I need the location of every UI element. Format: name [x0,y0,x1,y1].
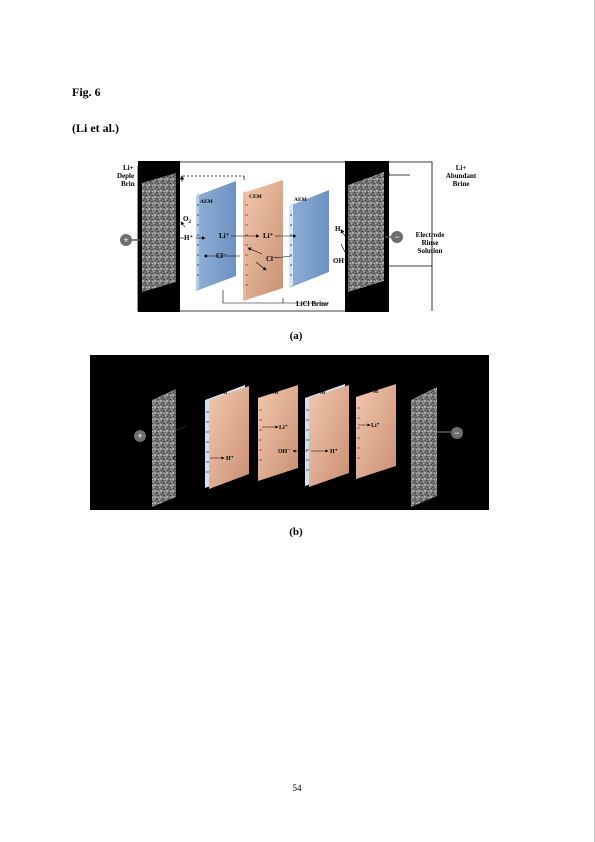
h-plus-label: H⁺ [184,234,193,242]
b-li-label-1: Li⁺ [279,425,288,431]
anode-electrode [142,173,176,292]
rinse-label-1: Electrode [416,231,445,239]
b-anode-plus-icon [134,430,146,442]
b-bipolar-membrane-1 [209,386,249,489]
h2-label: H2 [335,225,343,235]
b-bipolar-membrane-2 [309,385,349,487]
b-membrane-label-3: M [320,390,326,396]
b-cathode-electrode [411,387,437,507]
rinse-label-2: Rinse [422,239,439,247]
oh-label: OH⁻ [333,257,348,265]
anode-plus-icon [120,234,132,246]
aem-membrane-2 [289,190,329,288]
li-label-1: Li⁺ [219,232,230,240]
cathode-minus-icon [391,231,403,243]
b-cem-membrane-1 [258,385,298,481]
b-h-label-2: H⁺ [330,449,338,455]
li-label-2: Li⁺ [263,232,274,240]
right-brine-label-3: Brine [453,180,470,188]
b-membrane-label-4: M [373,389,379,395]
minus-sign-a: − [394,232,399,242]
plus-sign-b: + [137,431,142,441]
b-membrane-label-1: M [222,390,228,396]
cem-label: CEM [249,194,263,200]
caption-a: (a) [289,330,303,342]
licl-brine-label: LiCl Brine [296,300,328,308]
b-li-label-2: Li⁺ [371,423,380,429]
aem-label-1: AEM [200,199,214,205]
cathode-electrode [348,172,384,292]
o2-label: O2 [183,215,191,225]
page-number: 54 [292,783,302,793]
panel-b: M M M M Li⁺ Li⁺ OH H⁺ OH⁻ H⁺ + − [90,355,489,510]
rinse-label-3: Solution [418,247,443,255]
aem-label-2: AEM [294,197,308,203]
caption-b: (b) [289,526,303,538]
right-brine-label-2: Abundant [446,172,477,180]
left-brine-label-3: Brin [121,180,135,188]
b-cem-membrane-2 [356,384,396,479]
left-brine-label-2: Deple [117,172,134,180]
right-brine-label-1: Li+ [456,164,467,172]
b-anode-electrode [152,389,176,507]
aem-membrane-1 [196,181,236,291]
panel-a: Li+ Deple Brin Li+ Abundant Brine Electr… [117,161,477,312]
b-membrane-label-2: M [273,390,279,396]
plus-sign-a: + [123,235,128,245]
b-h-label-1: H⁺ [226,456,234,462]
cl-label-2: Cl⁻ [266,255,277,263]
b-oh-label-1: OH [173,456,183,462]
figure-number: Fig. 6 [72,85,101,99]
minus-sign-b: − [454,428,459,438]
b-cathode-minus-icon [451,427,463,439]
left-brine-label-1: Li+ [123,164,134,172]
b-oh-label-2: OH⁻ [278,449,291,455]
figure-authors: (Li et al.) [72,121,119,135]
cem-membrane [243,180,283,301]
